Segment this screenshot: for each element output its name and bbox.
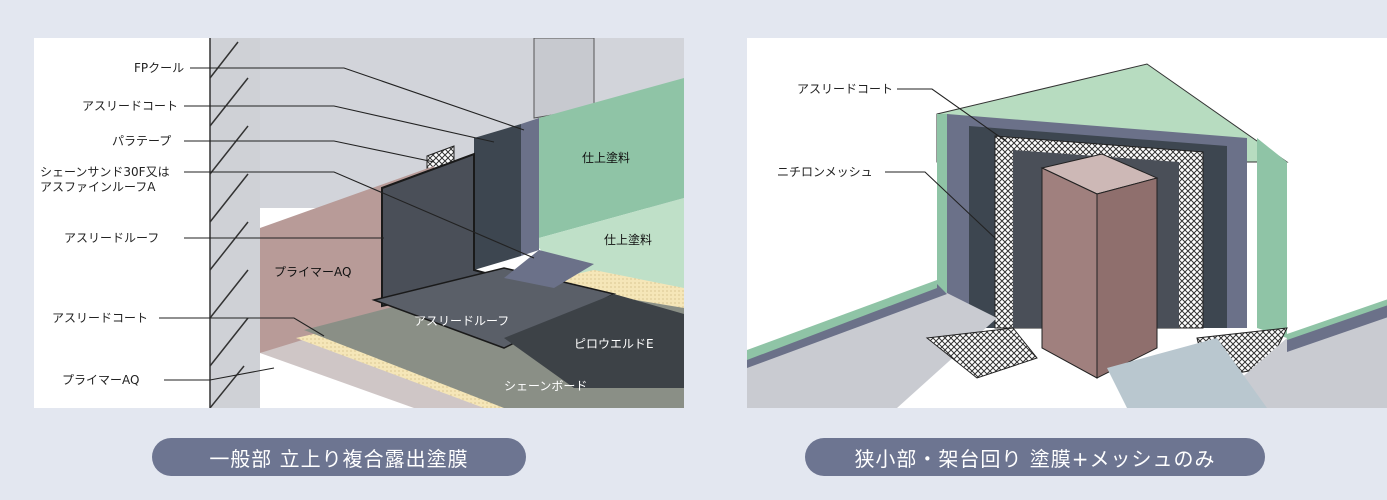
label-finish-upper: 仕上塗料 xyxy=(582,150,630,165)
label-chain-board: シェーンボード xyxy=(504,379,587,393)
roof-vertical xyxy=(474,124,521,270)
floor-coat-strip xyxy=(504,250,594,288)
callout-fp-cool: FPクール xyxy=(134,61,184,75)
callout-asuri-coat-bottom: アスリードコート xyxy=(52,311,148,325)
callout-chain-sand-1: シェーンサンド30F又は xyxy=(40,165,170,179)
post-left xyxy=(1041,167,1098,379)
left-diagram-panel: 仕上塗料 仕上塗料 プライマーAQ アスリードルーフ ピロウエルドE シェーンボ… xyxy=(34,38,684,408)
callout-primer-bottom: プライマーAQ xyxy=(62,373,139,387)
finish-green-upper xyxy=(539,78,684,238)
leader-lines xyxy=(159,67,535,381)
caption-left: 一般部 立上り複合露出塗膜 xyxy=(152,438,526,476)
callout-asuri-coat-right: アスリードコート xyxy=(797,82,893,96)
right-leader-lines xyxy=(885,88,1008,239)
label-roof-floor: アスリードルーフ xyxy=(414,314,509,328)
coat-strip xyxy=(521,118,539,256)
right-diagram-panel: アスリードコート ニチロンメッシュ xyxy=(747,38,1387,408)
label-primer-wall: プライマーAQ xyxy=(274,265,351,279)
concrete-wall xyxy=(210,38,260,408)
label-pirouetto: ピロウエルドE xyxy=(574,337,654,351)
floor-pirouetto xyxy=(504,294,684,388)
callout-asuri-roof: アスリードルーフ xyxy=(64,231,159,245)
wall-hatch xyxy=(209,41,249,408)
label-finish-lower: 仕上塗料 xyxy=(604,232,652,247)
callout-nichiron-mesh: ニチロンメッシュ xyxy=(777,165,873,179)
callout-para-tape: パラテープ xyxy=(112,134,171,148)
callout-asuri-coat-top: アスリードコート xyxy=(82,99,178,113)
callout-chain-sand-2: アスファインルーフA xyxy=(40,180,156,194)
caption-right: 狭小部・架台回り 塗膜+メッシュのみ xyxy=(805,438,1265,476)
post-right xyxy=(1096,177,1158,379)
left-diagram-svg: 仕上塗料 仕上塗料 プライマーAQ アスリードルーフ ピロウエルドE シェーンボ… xyxy=(40,38,684,408)
right-diagram-svg: アスリードコート ニチロンメッシュ xyxy=(747,63,1387,408)
